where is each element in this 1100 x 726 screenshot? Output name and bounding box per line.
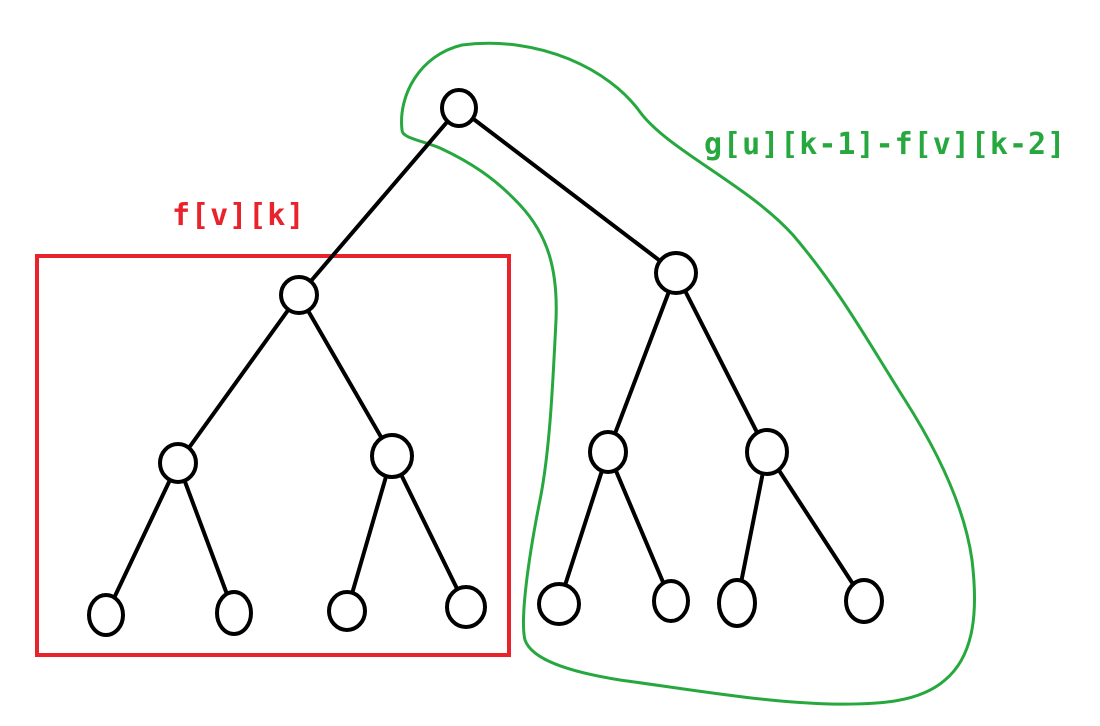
tree-edge-w-left-to-leaf-6 xyxy=(606,450,673,603)
tree-edge-v-to-v-right xyxy=(297,293,394,458)
tree-edge-w-right-to-leaf-8 xyxy=(765,450,866,603)
tree-node-leaf-5 xyxy=(537,582,581,626)
tree-edge-w-left-to-leaf-5 xyxy=(557,450,610,606)
subtree-box xyxy=(35,254,511,657)
tree-edge-root-to-w xyxy=(457,106,678,275)
tree-edge-w-to-w-right xyxy=(674,271,769,454)
tree-edge-w-to-w-left xyxy=(606,271,678,454)
tree-node-leaf-8 xyxy=(844,578,884,624)
tree-edge-w-right-to-leaf-7 xyxy=(735,450,769,605)
tree-edge-v-left-to-leaf-1 xyxy=(104,461,180,617)
tree-edge-root-to-v xyxy=(297,106,461,297)
rest-label: g[u][k-1]-f[v][k-2] xyxy=(704,127,1067,162)
rest-region-outline xyxy=(400,41,977,706)
subtree-label: f[v][k] xyxy=(172,198,306,233)
tree-node-leaf-6 xyxy=(652,579,690,623)
tree-node-leaf-1 xyxy=(87,593,125,637)
tree-edge-v-to-v-left xyxy=(176,293,301,465)
tree-node-w-left xyxy=(588,430,628,474)
tree-node-v xyxy=(279,275,319,315)
tree-node-w-right xyxy=(745,428,789,476)
tree-edge-v-left-to-leaf-2 xyxy=(176,461,236,615)
tree-node-leaf-3 xyxy=(327,590,367,632)
tree-node-v-right xyxy=(370,433,414,479)
tree-node-root xyxy=(440,88,478,128)
tree-node-leaf-7 xyxy=(717,578,757,628)
tree-edge-v-right-to-leaf-3 xyxy=(345,454,394,613)
tree-node-w xyxy=(654,251,698,295)
tree-node-leaf-2 xyxy=(215,590,253,636)
tree-node-leaf-4 xyxy=(445,585,487,629)
tree-nodes xyxy=(87,88,884,637)
tree-node-v-left xyxy=(158,442,198,484)
tree-edges xyxy=(104,106,866,617)
tree-edge-v-right-to-leaf-4 xyxy=(390,454,468,609)
